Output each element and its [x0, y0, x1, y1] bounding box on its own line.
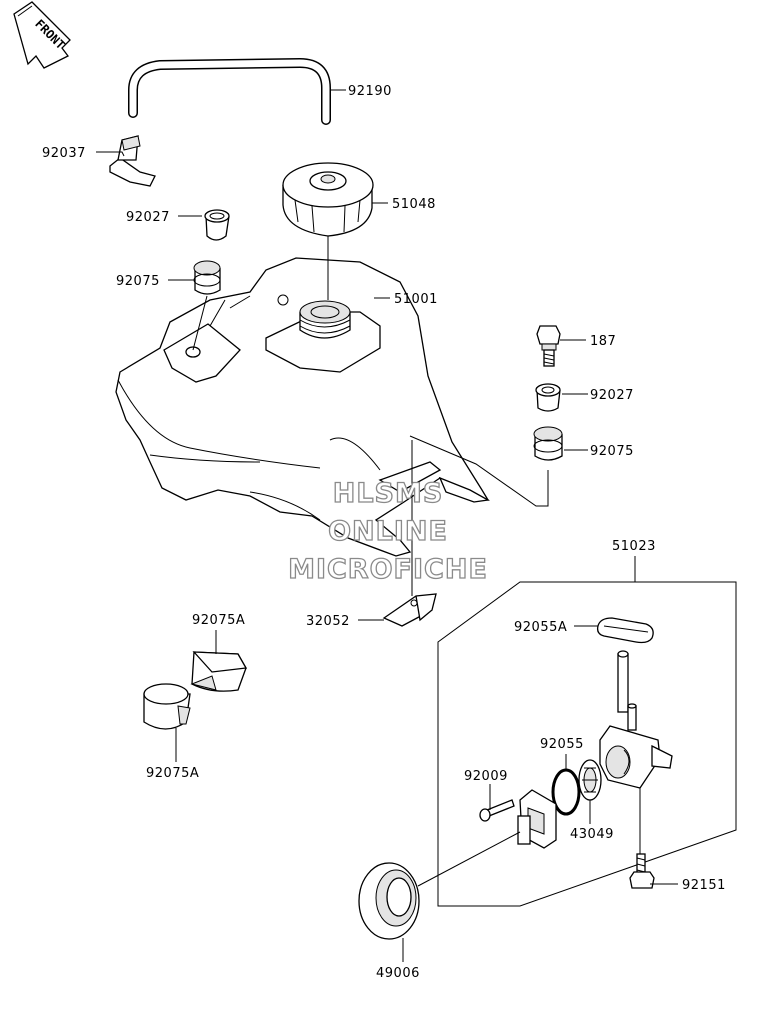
damper-right — [533, 426, 563, 461]
fuel-cap — [282, 162, 374, 237]
label-92075-right: 92075 — [590, 444, 634, 459]
label-51048: 51048 — [392, 197, 436, 212]
bolt-187 — [536, 325, 561, 367]
valve-assembly-frame — [437, 581, 737, 907]
label-92075-top: 92075 — [116, 274, 160, 289]
watermark-line-1: HLSMS — [333, 478, 444, 509]
screw-92009 — [479, 799, 515, 822]
label-92055: 92055 — [540, 737, 584, 752]
breather-hose — [128, 57, 331, 125]
gasket-92055a — [596, 617, 654, 644]
label-92075a-bottom: 92075A — [146, 766, 199, 781]
fuel-valve-body — [599, 650, 673, 789]
label-49006: 49006 — [376, 966, 420, 981]
label-92055a: 92055A — [514, 620, 567, 635]
grommet-right — [535, 383, 561, 412]
label-92190: 92190 — [348, 84, 392, 99]
label-51001: 51001 — [394, 292, 438, 307]
label-92027-right: 92027 — [590, 388, 634, 403]
gasket-ring-49006 — [358, 862, 420, 940]
o-ring-92055 — [551, 768, 581, 816]
label-92027-top: 92027 — [126, 210, 170, 225]
label-92075a-top: 92075A — [192, 613, 245, 628]
damper-92075a-bottom — [143, 683, 191, 730]
label-51023: 51023 — [612, 539, 656, 554]
leader-lines — [96, 89, 678, 962]
damper-top — [193, 260, 221, 295]
grommet-top — [204, 209, 230, 241]
label-43049: 43049 — [570, 827, 614, 842]
front-arrow-icon: FRONT — [13, 1, 71, 69]
watermark-line-3: MICROFICHE — [288, 554, 488, 585]
watermark-line-2: ONLINE — [328, 516, 448, 547]
filter-43049 — [578, 759, 602, 801]
fuel-tank — [115, 257, 491, 557]
bracket-32052 — [382, 593, 437, 627]
label-187: 187 — [590, 334, 616, 349]
label-92009: 92009 — [464, 769, 508, 784]
label-32052: 32052 — [306, 614, 350, 629]
label-92151: 92151 — [682, 878, 726, 893]
damper-92075a-top — [190, 651, 248, 692]
label-92037: 92037 — [42, 146, 86, 161]
clamp-bracket — [109, 135, 156, 187]
bolt-92151 — [629, 853, 655, 889]
lever-plate — [517, 789, 557, 849]
watermark: HLSMS ONLINE MICROFICHE — [287, 477, 488, 585]
